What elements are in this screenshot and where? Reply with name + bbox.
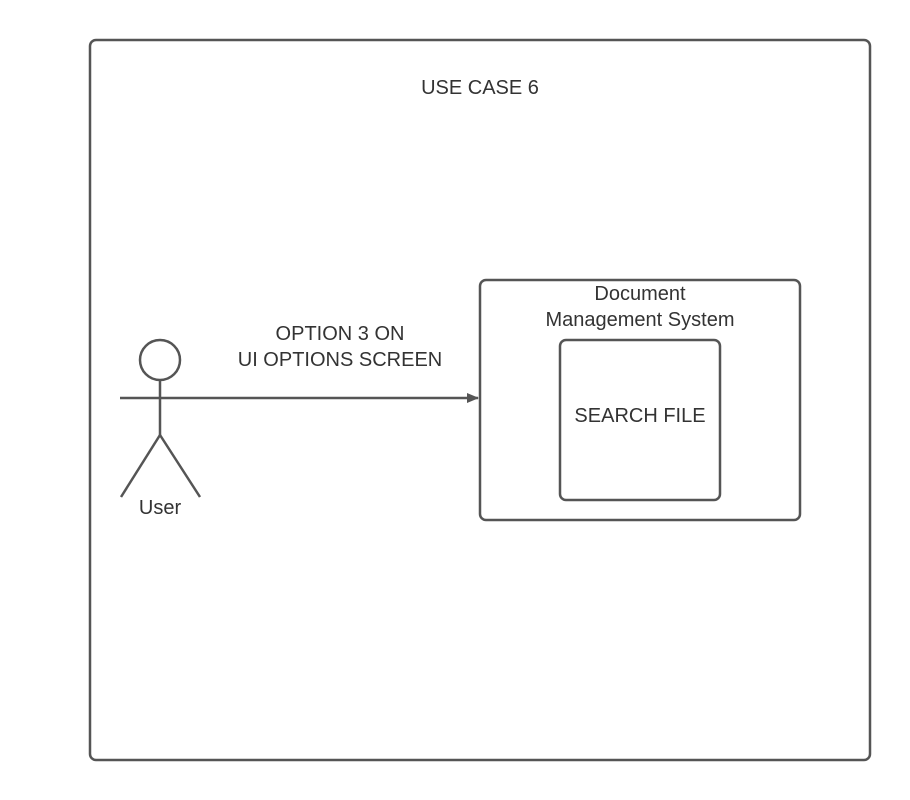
actor-left-leg: [119, 434, 162, 498]
actor-user-icon: [119, 338, 202, 498]
diagram-frame: [88, 38, 872, 762]
association-label-line2: UI OPTIONS SCREEN: [237, 349, 443, 371]
diagram-title: USE CASE 6: [421, 77, 539, 99]
actor-right-leg: [158, 434, 202, 498]
system-boundary: [478, 278, 802, 522]
actor-label: User: [138, 497, 182, 519]
system-label-line1: Document: [594, 283, 686, 305]
actor-head: [138, 338, 182, 382]
use-case-label: SEARCH FILE: [574, 405, 706, 427]
use-case-search-file: [558, 338, 722, 502]
association-label-line1: OPTION 3 ON: [275, 323, 405, 345]
system-label-line2: Management System: [545, 309, 735, 331]
